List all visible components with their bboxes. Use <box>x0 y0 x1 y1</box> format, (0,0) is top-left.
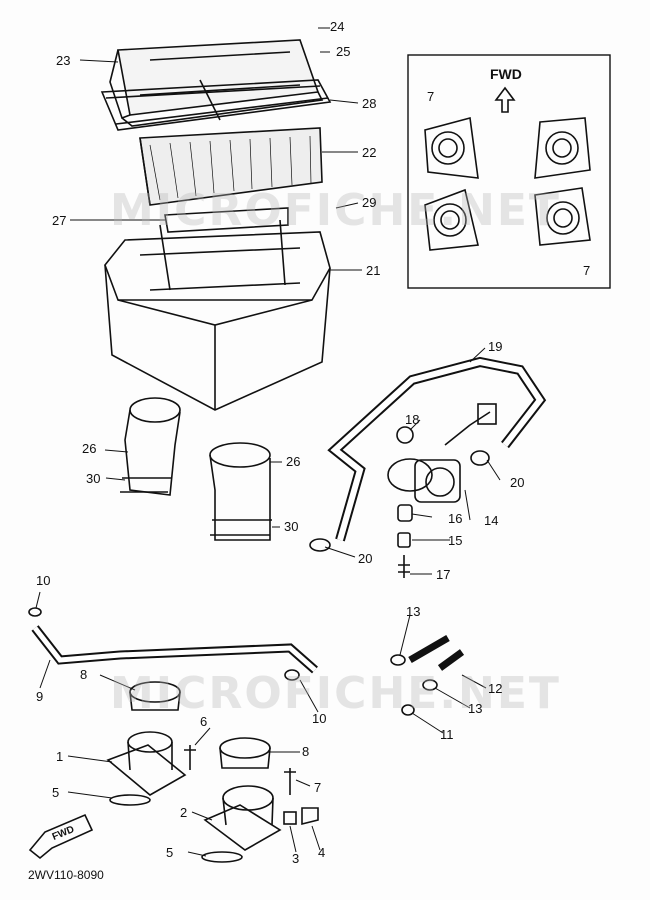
air-cut-valve <box>387 403 497 503</box>
callout-18: 18 <box>405 412 420 427</box>
callout-4: 4 <box>318 845 326 860</box>
callout-7-inset-top: 7 <box>427 89 435 104</box>
grommet <box>396 426 414 444</box>
callout-15: 15 <box>448 533 463 548</box>
callout-11: 11 <box>440 727 454 742</box>
air-filter-element <box>139 127 323 206</box>
o-ring-lower <box>201 851 243 863</box>
callout-1: 1 <box>56 749 64 764</box>
clip-4 <box>301 807 319 826</box>
screw-6 <box>184 745 196 770</box>
callout-16: 16 <box>448 511 463 526</box>
callout-20-center: 20 <box>358 551 373 566</box>
callout-8-upper: 8 <box>80 667 88 682</box>
callout-8-lower: 8 <box>302 744 310 759</box>
intake-manifold-2 <box>203 785 282 851</box>
callout-21: 21 <box>366 263 381 278</box>
fwd-arrow-icon <box>494 86 516 113</box>
inset-joints <box>424 116 591 251</box>
callout-9: 9 <box>36 689 44 704</box>
callout-28: 28 <box>362 96 377 111</box>
callout-2: 2 <box>180 805 188 820</box>
callout-26-left: 26 <box>82 441 97 456</box>
callout-7-lower: 7 <box>314 780 322 795</box>
callout-30-left: 30 <box>86 471 101 486</box>
fwd-inset-frame <box>407 54 611 289</box>
callout-14: 14 <box>484 513 499 528</box>
watermark-bottom: MICROFICHE.NET <box>110 668 561 719</box>
airbox-case <box>104 219 331 411</box>
collar-3 <box>283 811 297 825</box>
callout-7-inset-bottom: 7 <box>583 263 591 278</box>
callout-13-upper: 13 <box>406 604 421 619</box>
callout-25: 25 <box>336 44 351 59</box>
intake-manifold-1 <box>106 731 187 796</box>
valve-cap <box>397 504 413 522</box>
callout-30-right: 30 <box>284 519 299 534</box>
callout-24: 24 <box>330 19 345 34</box>
callout-20-right: 20 <box>510 475 525 490</box>
carb-joint-right <box>209 442 272 541</box>
screw-7 <box>284 768 296 795</box>
airbox-cover <box>109 39 324 127</box>
callout-12: 12 <box>488 681 503 696</box>
fwd-stamp-arrow-icon <box>28 813 94 860</box>
callout-29: 29 <box>362 195 377 210</box>
callout-5-upper: 5 <box>52 785 60 800</box>
watermark-top: MICROFICHE.NET <box>110 185 561 236</box>
callout-22: 22 <box>362 145 377 160</box>
leader-lines <box>35 27 501 857</box>
valve-collar <box>397 532 411 548</box>
callout-5-lower: 5 <box>166 845 174 860</box>
callout-10-center: 10 <box>312 711 327 726</box>
callout-10-left: 10 <box>36 573 51 588</box>
callout-3: 3 <box>292 851 300 866</box>
callout-6: 6 <box>200 714 208 729</box>
callout-23: 23 <box>56 53 71 68</box>
inset-fwd-label: FWD <box>490 66 522 82</box>
callout-17: 17 <box>436 567 451 582</box>
cover-gasket <box>100 79 332 131</box>
valve-bolt <box>398 555 410 578</box>
callout-26-right: 26 <box>286 454 301 469</box>
o-ring-upper <box>109 794 151 806</box>
callout-27: 27 <box>52 213 67 228</box>
short-hose <box>408 634 465 671</box>
element-band <box>164 207 289 233</box>
breather-hose <box>327 356 547 542</box>
callout-13-lower: 13 <box>468 701 483 716</box>
drawing-code: 2WV110-8090 <box>28 868 104 882</box>
callout-19: 19 <box>488 339 503 354</box>
hose-clamps <box>28 450 490 769</box>
carb-joint-left <box>120 397 181 496</box>
